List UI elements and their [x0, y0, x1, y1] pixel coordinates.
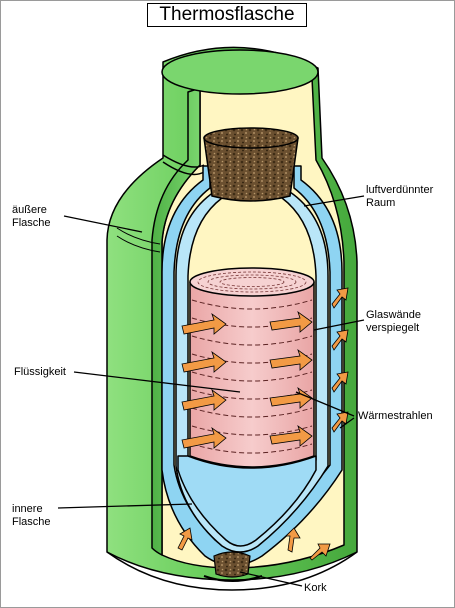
outer-seam	[116, 227, 161, 253]
inner-flask-bowl	[177, 455, 317, 547]
label-inner-flask-line1: innere	[12, 503, 43, 515]
label-vacuum-line2: Raum	[366, 197, 396, 209]
liquid-surface-hatching	[197, 271, 307, 293]
label-inner-flask-line2: Flasche	[12, 516, 51, 528]
leader-vacuum	[303, 195, 365, 207]
label-mirror-line2: verspiegelt	[366, 322, 420, 334]
leader-heat-1	[295, 391, 355, 417]
label-outer-flask-line1: äußere	[12, 204, 47, 216]
outer-wall-edge	[151, 87, 201, 556]
leader-heat-2	[339, 417, 355, 429]
leader-cork-bottom	[239, 571, 303, 587]
label-mirror-line1: Glaswände	[366, 309, 422, 321]
heat-rays	[177, 287, 349, 561]
top-cork	[203, 127, 299, 202]
label-outer-flask-line2: Flasche	[12, 217, 51, 229]
bottom-cork-base	[203, 575, 263, 582]
cork-top	[203, 127, 299, 149]
leader-lines	[57, 195, 365, 587]
label-vacuum-line1: luftverdünnter	[366, 184, 434, 196]
label-liquid: Flüssigkeit	[14, 366, 66, 378]
diagram-title: Thermosflasche	[147, 3, 307, 27]
label-heat-rays: Wärmestrahlen	[358, 410, 433, 422]
heat-ray-arrow-icon	[177, 287, 349, 561]
liquid-surface	[189, 267, 315, 297]
shoulder-ring	[162, 154, 205, 176]
leader-inner-flask	[57, 503, 193, 509]
leader-outer-flask	[63, 215, 143, 233]
leader-mirror	[313, 319, 365, 331]
label-cork-bottom: Kork	[304, 582, 327, 594]
outer-bottle-top	[161, 49, 319, 95]
leader-liquid	[73, 371, 241, 393]
outer-bottom-rim	[106, 551, 358, 591]
